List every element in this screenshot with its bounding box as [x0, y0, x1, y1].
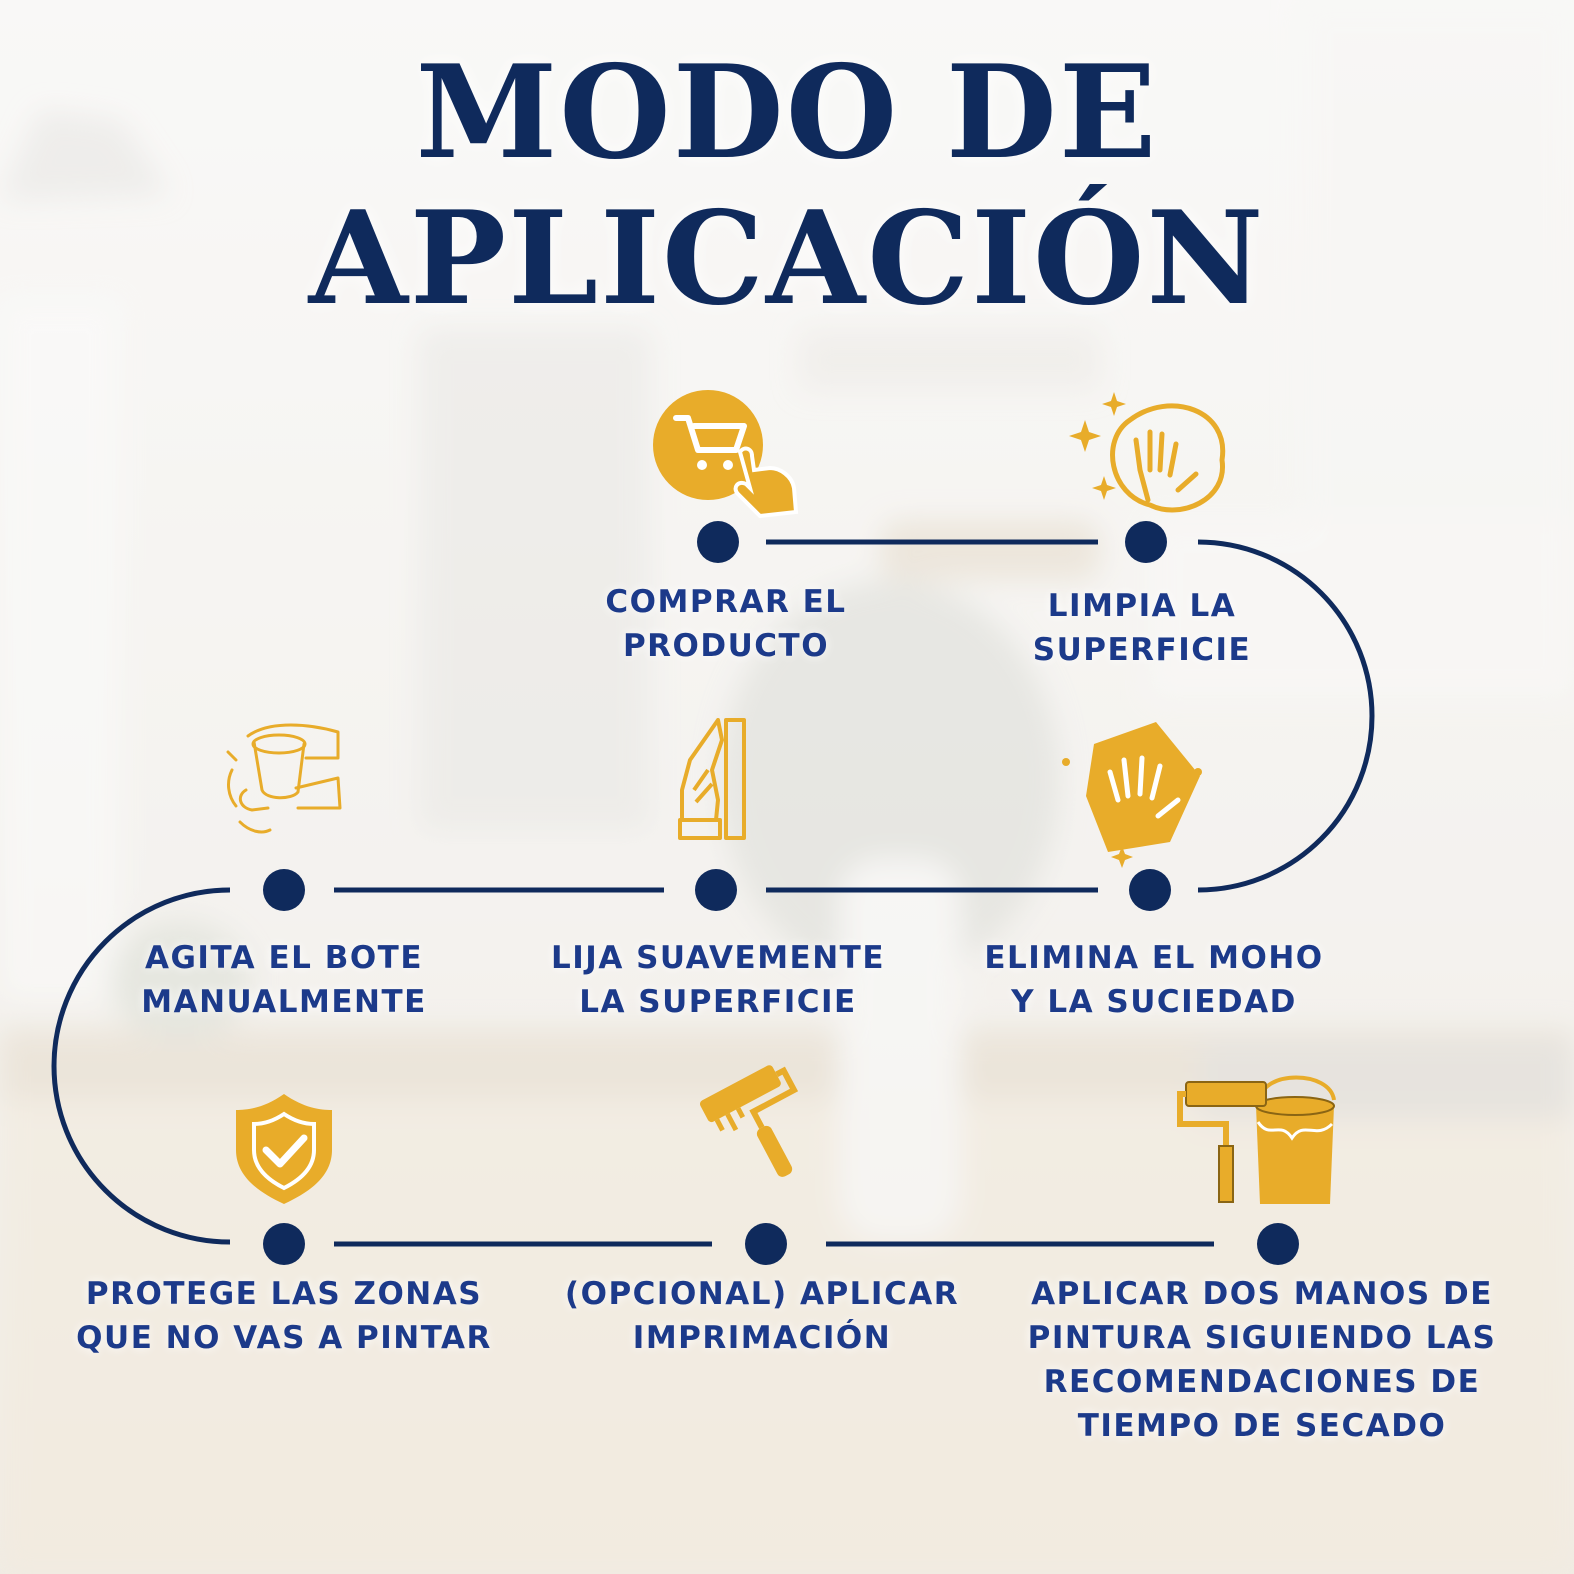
step-1-line-2: PRODUCTO: [622, 628, 830, 664]
connector-lines: [51, 539, 1375, 1247]
step-dot-3: [1129, 869, 1171, 911]
step-label-3: ELIMINA EL MOHO Y LA SUCIEDAD: [984, 936, 1323, 1024]
shopping-cart-icon: [653, 390, 799, 519]
shield-check-icon: [236, 1094, 332, 1204]
step-label-2: LIMPIA LA SUPERFICIE: [1033, 584, 1251, 672]
step-label-6: PROTEGE LAS ZONAS QUE NO VAS A PINTAR: [76, 1272, 492, 1360]
step-dot-2: [1125, 521, 1167, 563]
step-8-line-2: PINTURA SIGUIENDO LAS: [1027, 1320, 1497, 1356]
step-label-7: (OPCIONAL) APLICAR IMPRIMACIÓN: [565, 1272, 959, 1360]
step-dot-1: [697, 521, 739, 563]
step-8-line-3: RECOMENDACIONES DE: [1043, 1364, 1481, 1400]
paint-roller-icon: [699, 1065, 799, 1177]
wipe-cloth-icon: [1062, 722, 1202, 868]
step-3-line-2: Y LA SUCIEDAD: [1011, 984, 1297, 1020]
step-dot-8: [1257, 1223, 1299, 1265]
step-3-line-1: ELIMINA EL MOHO: [984, 940, 1324, 976]
step-8-line-4: TIEMPO DE SECADO: [1077, 1408, 1447, 1444]
step-7-line-2: IMPRIMACIÓN: [632, 1320, 892, 1356]
title-line-1: MODO DE: [415, 38, 1159, 188]
step-4-line-2: LA SUPERFICIE: [579, 984, 857, 1020]
step-dot-7: [745, 1223, 787, 1265]
step-1-line-1: COMPRAR EL: [605, 584, 847, 620]
step-5-line-2: MANUALMENTE: [141, 984, 427, 1020]
step-dot-5: [263, 869, 305, 911]
step-2-line-1: LIMPIA LA: [1047, 588, 1237, 624]
step-dot-4: [695, 869, 737, 911]
connector-curve-right: [1197, 539, 1375, 893]
step-label-4: LIJA SUAVEMENTE LA SUPERFICIE: [551, 936, 885, 1024]
paint-can-roller-icon: [1177, 1075, 1336, 1204]
step-5-line-1: AGITA EL BOTE: [144, 940, 424, 976]
sanding-hand-icon: [678, 718, 746, 840]
title-line-2: APLICACIÓN: [308, 184, 1266, 334]
step-8-line-1: APLICAR DOS MANOS DE: [1031, 1276, 1493, 1312]
step-6-line-1: PROTEGE LAS ZONAS: [85, 1276, 483, 1312]
connector-curve-left: [51, 887, 231, 1245]
shake-can-icon: [226, 723, 342, 834]
page-title: MODO DE APLICACIÓN: [0, 40, 1574, 332]
step-7-line-1: (OPCIONAL) APLICAR: [564, 1276, 960, 1312]
clean-hand-icon: [1069, 392, 1226, 513]
step-dots: [263, 521, 1299, 1265]
step-label-1: COMPRAR EL PRODUCTO: [605, 580, 846, 668]
step-dot-6: [263, 1223, 305, 1265]
step-4-line-1: LIJA SUAVEMENTE: [551, 940, 885, 976]
step-2-line-2: SUPERFICIE: [1032, 632, 1252, 668]
step-6-line-2: QUE NO VAS A PINTAR: [76, 1320, 492, 1356]
step-label-8: APLICAR DOS MANOS DE PINTURA SIGUIENDO L…: [1028, 1272, 1497, 1448]
step-label-5: AGITA EL BOTE MANUALMENTE: [141, 936, 427, 1024]
